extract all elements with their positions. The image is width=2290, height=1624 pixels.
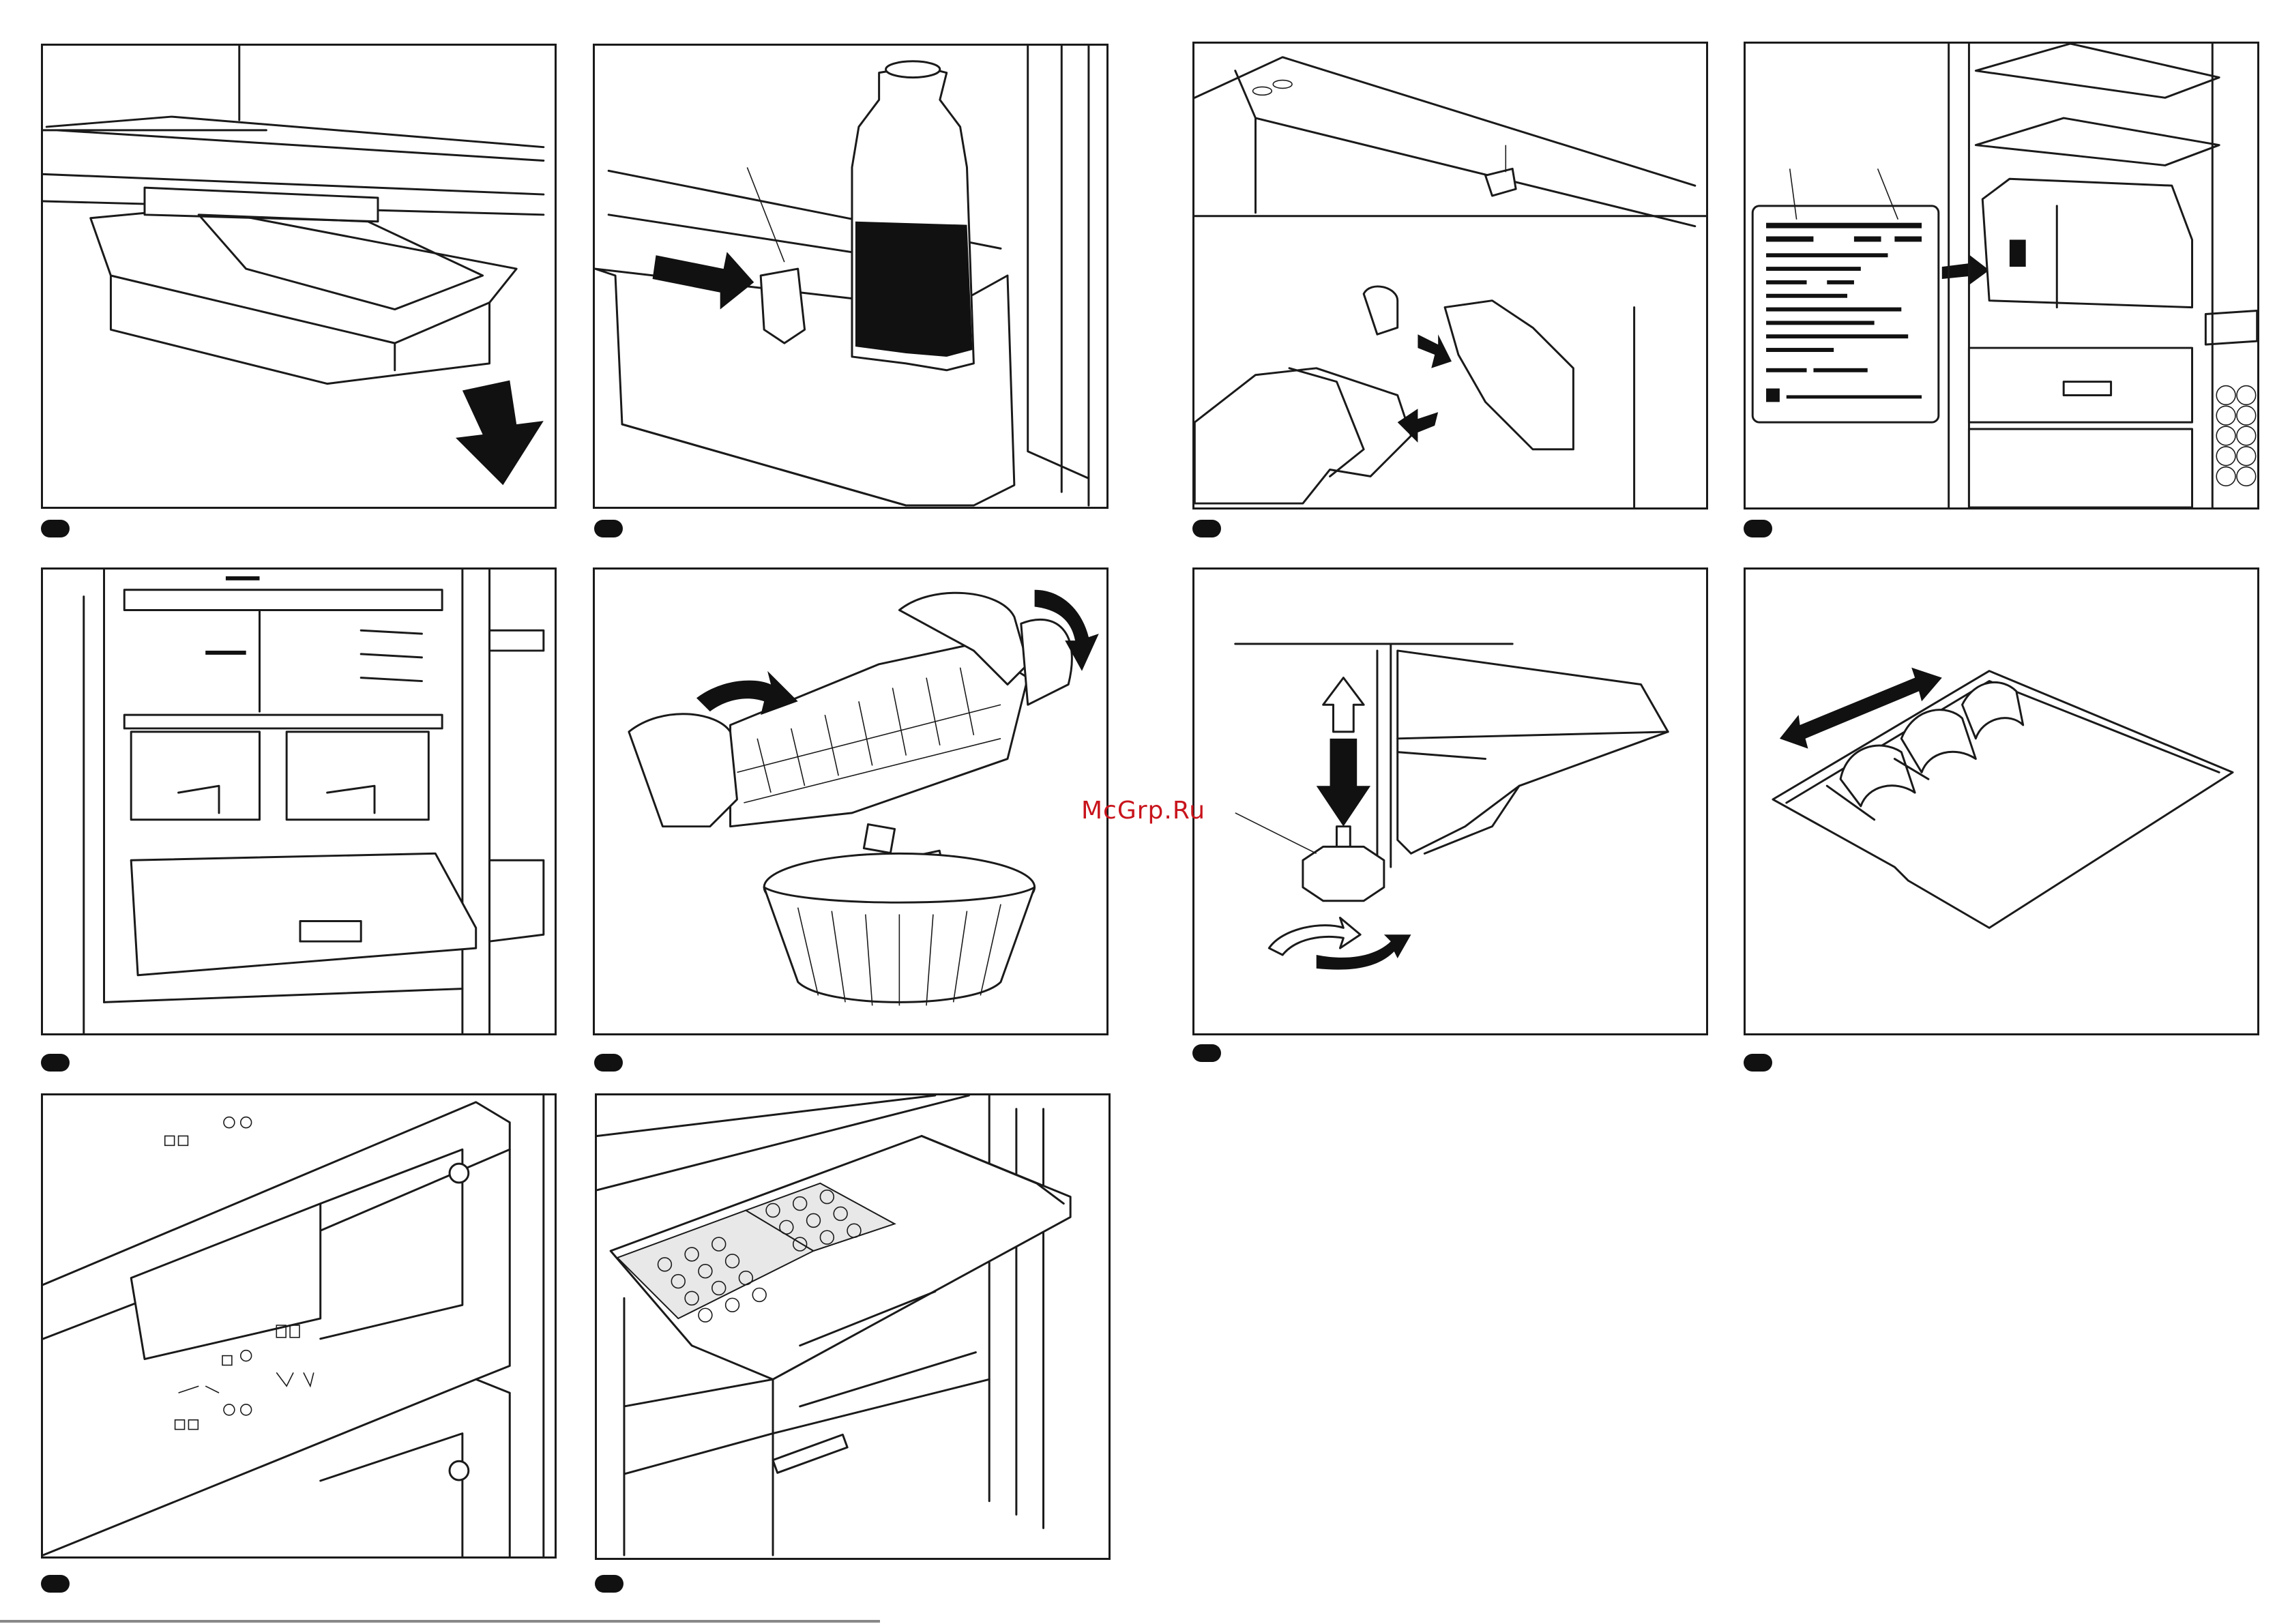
rating-plate-drawing — [1746, 44, 2257, 507]
ice-tray-drawing — [595, 570, 1106, 1033]
figure-badge-5 — [41, 1054, 70, 1072]
bottle-rack-drawing — [1746, 570, 2257, 1033]
figure-badge-7 — [1192, 1044, 1221, 1062]
figure-badge-4 — [1744, 520, 1772, 537]
figure-badge-3 — [1192, 520, 1221, 537]
illustration-panel-bottle-rack — [1744, 567, 2259, 1035]
illustration-panel-freezer-drawers — [595, 1093, 1111, 1560]
watermark-text: McGrp.Ru — [1081, 797, 1205, 825]
illustration-panel-door-shelf — [593, 44, 1109, 509]
tray-drawing — [43, 46, 555, 507]
figure-badge-8 — [1744, 1054, 1772, 1072]
adjustable-foot-drawing — [1194, 570, 1706, 1033]
figure-badge-10 — [595, 1575, 623, 1593]
fridge-interior-drawing — [43, 570, 555, 1033]
footer-rule — [0, 1620, 880, 1623]
illustration-panel-ice-tray — [593, 567, 1109, 1035]
illustration-panel-fridge-interior — [41, 567, 557, 1035]
lamp-drawing — [1194, 44, 1706, 507]
illustration-panel-rating-plate — [1744, 42, 2259, 510]
illustration-panel-adjustable-foot — [1192, 567, 1708, 1035]
illustration-panel-tray — [41, 44, 557, 509]
illustration-panel-control-panel — [41, 1093, 557, 1559]
control-panel-drawing — [43, 1095, 555, 1556]
figure-badge-2 — [594, 520, 623, 537]
figure-badge-1 — [41, 520, 70, 537]
freezer-drawers-drawing — [597, 1095, 1109, 1558]
figure-badge-6 — [594, 1054, 623, 1072]
illustration-panel-lamp — [1192, 42, 1708, 510]
door-shelf-drawing — [595, 46, 1106, 507]
figure-badge-9 — [41, 1575, 70, 1593]
